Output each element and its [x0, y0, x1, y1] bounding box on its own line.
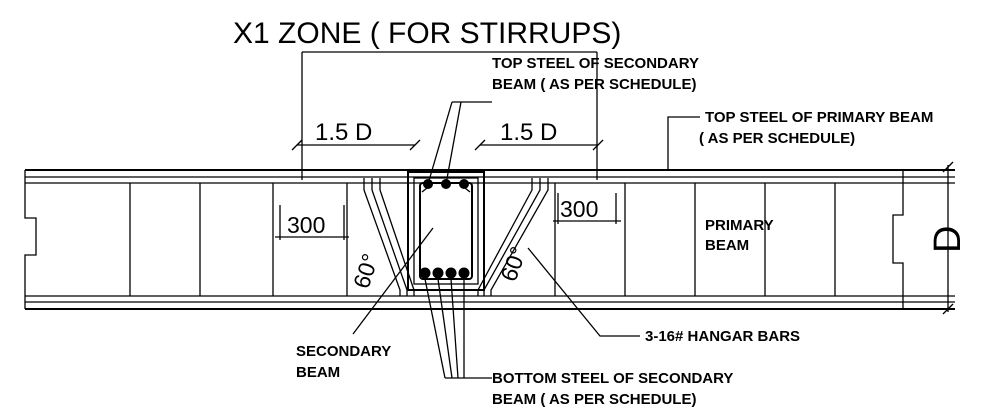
leader-hangar-bars: 3-16# HANGAR BARS [527, 247, 800, 345]
right-zone-dimension: 1.5 D [474, 119, 604, 151]
right-zone-label: 1.5 D [500, 119, 557, 146]
top-steel-primary-line2: ( AS PER SCHEDULE) [699, 130, 855, 147]
right-break-line [892, 170, 904, 309]
primary-beam-label-line2: BEAM [705, 237, 749, 254]
leader-top-steel-secondary: TOP STEEL OF SECONDARY BEAM ( AS PER SCH… [427, 55, 699, 185]
x1-zone-bracket [301, 51, 598, 180]
top-steel-secondary-line2: BEAM ( AS PER SCHEDULE) [492, 76, 696, 93]
drawing-title: X1 ZONE ( FOR STIRRUPS) [233, 17, 621, 50]
secondary-bottom-bars [419, 267, 470, 279]
right-spacing-label: 300 [560, 196, 598, 222]
secondary-beam-label-line2: BEAM [296, 364, 340, 381]
left-spacing-dimension: 300 [275, 205, 349, 240]
leader-bottom-steel-secondary: BOTTOM STEEL OF SECONDARY BEAM ( AS PER … [424, 278, 733, 408]
left-angle-label: 60° [348, 250, 383, 291]
hangar-bars-right [477, 178, 549, 296]
depth-dimension: D [927, 161, 969, 315]
top-steel-secondary-line1: TOP STEEL OF SECONDARY [492, 55, 699, 72]
right-angle-label: 60° [495, 243, 531, 285]
top-steel-primary-line1: TOP STEEL OF PRIMARY BEAM [705, 109, 933, 126]
hangar-bars-label: 3-16# HANGAR BARS [645, 328, 800, 345]
leader-top-steel-primary: TOP STEEL OF PRIMARY BEAM ( AS PER SCHED… [667, 109, 933, 170]
primary-beam-label-line1: PRIMARY [705, 217, 774, 234]
leader-secondary-beam: SECONDARY BEAM [296, 227, 434, 381]
right-spacing-dimension: 300 [553, 193, 621, 224]
left-spacing-label: 300 [287, 212, 325, 238]
depth-label: D [927, 226, 969, 253]
secondary-beam-section [407, 171, 485, 291]
primary-stirrups [129, 183, 836, 296]
left-zone-dimension: 1.5 D [291, 119, 421, 151]
primary-beam-outline [25, 169, 955, 310]
left-break-line [24, 170, 37, 309]
hangar-bars-left [363, 178, 415, 296]
bottom-steel-line1: BOTTOM STEEL OF SECONDARY [492, 370, 733, 387]
left-zone-label: 1.5 D [315, 119, 372, 146]
secondary-beam-label-line1: SECONDARY [296, 343, 391, 360]
bottom-steel-line2: BEAM ( AS PER SCHEDULE) [492, 391, 696, 408]
